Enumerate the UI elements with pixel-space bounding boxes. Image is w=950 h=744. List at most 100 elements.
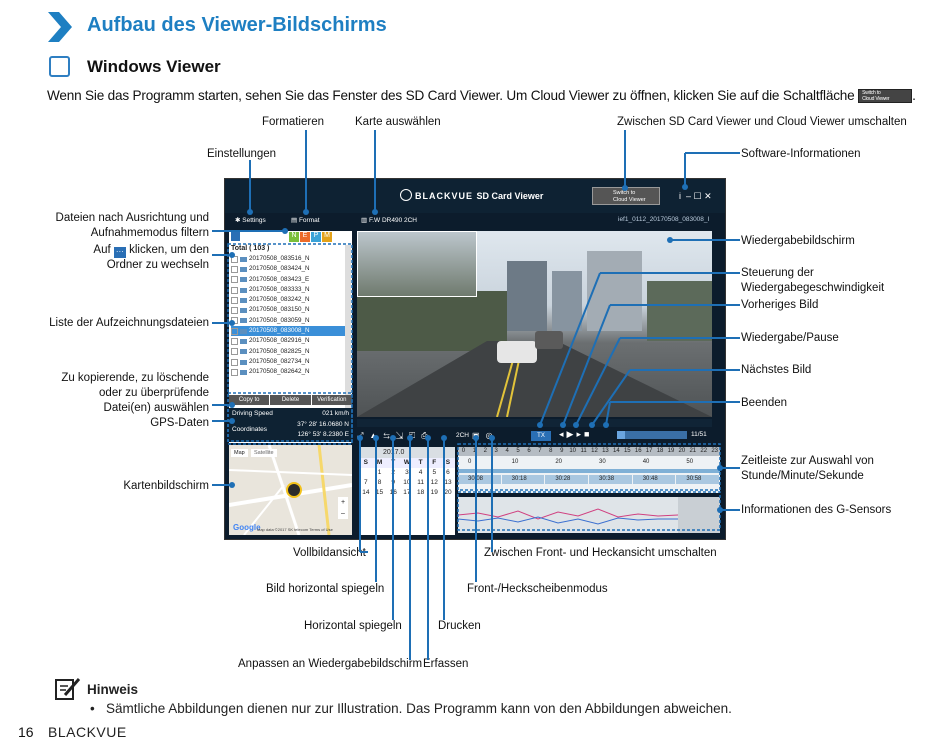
prev-frame-button[interactable]: ◂ bbox=[559, 429, 567, 439]
hour-cell[interactable]: 8 bbox=[549, 448, 553, 454]
hour-cell[interactable]: 0 bbox=[461, 448, 466, 454]
next-frame-button[interactable]: ▸ bbox=[576, 429, 584, 439]
mirror-button[interactable]: ▲ bbox=[369, 431, 383, 440]
file-checkbox[interactable] bbox=[231, 296, 238, 304]
second-cell[interactable]: 30:38 bbox=[589, 475, 632, 484]
copy-button[interactable]: Copy to bbox=[229, 395, 270, 405]
filter-p-button[interactable]: P bbox=[311, 232, 321, 242]
hour-cell[interactable]: 22 bbox=[700, 448, 708, 454]
calendar-cell[interactable]: 15 bbox=[375, 489, 384, 496]
minute-cell[interactable]: 20 bbox=[555, 459, 563, 465]
verify-button[interactable]: Verification bbox=[311, 395, 352, 405]
calendar-cell[interactable]: 3 bbox=[405, 469, 409, 476]
file-checkbox[interactable] bbox=[231, 307, 238, 315]
calendar-cell[interactable]: 11 bbox=[417, 479, 424, 486]
file-checkbox[interactable] bbox=[231, 338, 238, 346]
minute-cell[interactable]: 50 bbox=[686, 459, 694, 465]
file-checkbox[interactable] bbox=[231, 276, 238, 284]
second-cell[interactable]: 30:58 bbox=[676, 475, 720, 484]
calendar-cell[interactable]: 19 bbox=[430, 489, 438, 496]
speed-control[interactable]: TX bbox=[531, 431, 551, 441]
calendar-cell[interactable]: 18 bbox=[416, 489, 425, 496]
hour-cell[interactable]: 17 bbox=[645, 448, 653, 454]
filter-n-button[interactable]: N bbox=[289, 232, 299, 242]
second-cell[interactable]: 30:28 bbox=[545, 475, 589, 484]
file-checkbox[interactable] bbox=[231, 265, 238, 273]
fit-button[interactable]: ⇲ bbox=[395, 431, 410, 440]
second-cell[interactable]: 30:48 bbox=[632, 475, 676, 484]
minute-cell[interactable]: 10 bbox=[511, 459, 519, 465]
card-select[interactable]: ▥ F.W DR490 2CH bbox=[361, 217, 417, 224]
settings-button[interactable]: ✱ Settings bbox=[235, 217, 266, 224]
calendar-cell[interactable]: M bbox=[376, 459, 383, 466]
hour-cell[interactable]: 12 bbox=[591, 448, 598, 454]
folder-button[interactable] bbox=[231, 232, 240, 241]
hour-cell[interactable]: 16 bbox=[634, 448, 642, 454]
hour-cell[interactable]: 2 bbox=[483, 448, 487, 454]
hour-cell[interactable]: 19 bbox=[667, 448, 675, 454]
progress-bar[interactable] bbox=[617, 431, 687, 439]
windshield-button[interactable]: ◎ bbox=[486, 431, 499, 440]
satellite-tab[interactable]: Satellite bbox=[251, 449, 277, 457]
file-checkbox[interactable] bbox=[231, 286, 238, 294]
calendar-cell[interactable]: 8 bbox=[377, 479, 382, 486]
calendar-cell[interactable]: 7 bbox=[364, 479, 368, 486]
file-row[interactable]: 20170508_083150_N bbox=[231, 305, 349, 315]
file-row[interactable]: 20170508_083424_N bbox=[231, 264, 349, 274]
file-checkbox[interactable] bbox=[231, 327, 238, 335]
minute-cell[interactable]: 40 bbox=[642, 459, 650, 465]
file-row[interactable]: 20170508_082825_N bbox=[231, 347, 349, 357]
hour-cell[interactable]: 13 bbox=[602, 448, 609, 454]
file-row[interactable]: 20170508_082916_N bbox=[231, 336, 349, 346]
calendar-cell[interactable]: 6 bbox=[446, 469, 450, 476]
calendar-cell[interactable]: 10 bbox=[403, 479, 411, 486]
playback-screen[interactable] bbox=[357, 231, 712, 417]
hour-cell[interactable]: 1 bbox=[472, 448, 477, 454]
calendar-cell[interactable]: 4 bbox=[418, 469, 423, 476]
calendar-cell[interactable]: 1 bbox=[377, 469, 382, 476]
delete-button[interactable]: Delete bbox=[270, 395, 311, 405]
calendar-cell[interactable]: F bbox=[432, 459, 437, 466]
file-row[interactable]: 20170508_083333_N bbox=[231, 285, 349, 295]
rear-camera-pip[interactable] bbox=[357, 231, 477, 297]
window-controls[interactable]: i – ☐ ✕ bbox=[679, 191, 712, 201]
map-tab[interactable]: Map bbox=[231, 449, 248, 457]
hour-cell[interactable]: 6 bbox=[527, 448, 531, 454]
hour-cell[interactable]: 11 bbox=[580, 448, 587, 454]
calendar-cell[interactable]: W bbox=[403, 459, 410, 466]
calendar-cell[interactable]: 14 bbox=[362, 489, 370, 496]
calendar-cell[interactable]: 12 bbox=[430, 479, 438, 486]
calendar-cell[interactable]: 17 bbox=[403, 489, 411, 496]
play-pause-button[interactable]: ▶ bbox=[566, 429, 577, 439]
hour-cell[interactable]: 3 bbox=[494, 448, 498, 454]
flip-button[interactable]: ⇆ bbox=[383, 431, 396, 440]
hour-cell[interactable]: 9 bbox=[560, 448, 564, 454]
file-row[interactable]: 20170508_082734_N bbox=[231, 357, 349, 367]
file-checkbox[interactable] bbox=[231, 348, 238, 356]
second-cell[interactable]: 30:18 bbox=[501, 475, 545, 484]
stop-button[interactable]: ■ bbox=[583, 429, 593, 439]
calendar-cell[interactable]: 13 bbox=[444, 479, 452, 486]
hour-cell[interactable]: 7 bbox=[538, 448, 542, 454]
zoom-control[interactable]: +– bbox=[338, 497, 348, 519]
hour-cell[interactable]: 21 bbox=[689, 448, 697, 454]
hour-cell[interactable]: 10 bbox=[569, 448, 577, 454]
file-row[interactable]: 20170508_083008_N bbox=[231, 326, 349, 337]
hour-cell[interactable]: 20 bbox=[678, 448, 686, 454]
capture-button[interactable]: ◰ bbox=[409, 431, 422, 440]
file-list-scrollbar[interactable] bbox=[345, 245, 351, 441]
hour-cell[interactable]: 5 bbox=[516, 448, 520, 454]
hour-cell[interactable]: 15 bbox=[623, 448, 631, 454]
calendar-cell[interactable]: 20 bbox=[444, 489, 452, 496]
hour-cell[interactable]: 18 bbox=[656, 448, 664, 454]
gsensor-graph[interactable] bbox=[457, 497, 720, 533]
file-checkbox[interactable] bbox=[231, 358, 238, 366]
hour-cell[interactable]: 14 bbox=[613, 448, 620, 454]
file-checkbox[interactable] bbox=[231, 368, 238, 376]
minute-cell[interactable]: 0 bbox=[468, 459, 472, 465]
file-row[interactable]: 20170508_083242_N bbox=[231, 295, 349, 305]
calendar-cell[interactable]: S bbox=[445, 459, 451, 466]
print-button[interactable]: ⎙ bbox=[421, 431, 433, 440]
filter-e-button[interactable]: E bbox=[300, 232, 310, 242]
